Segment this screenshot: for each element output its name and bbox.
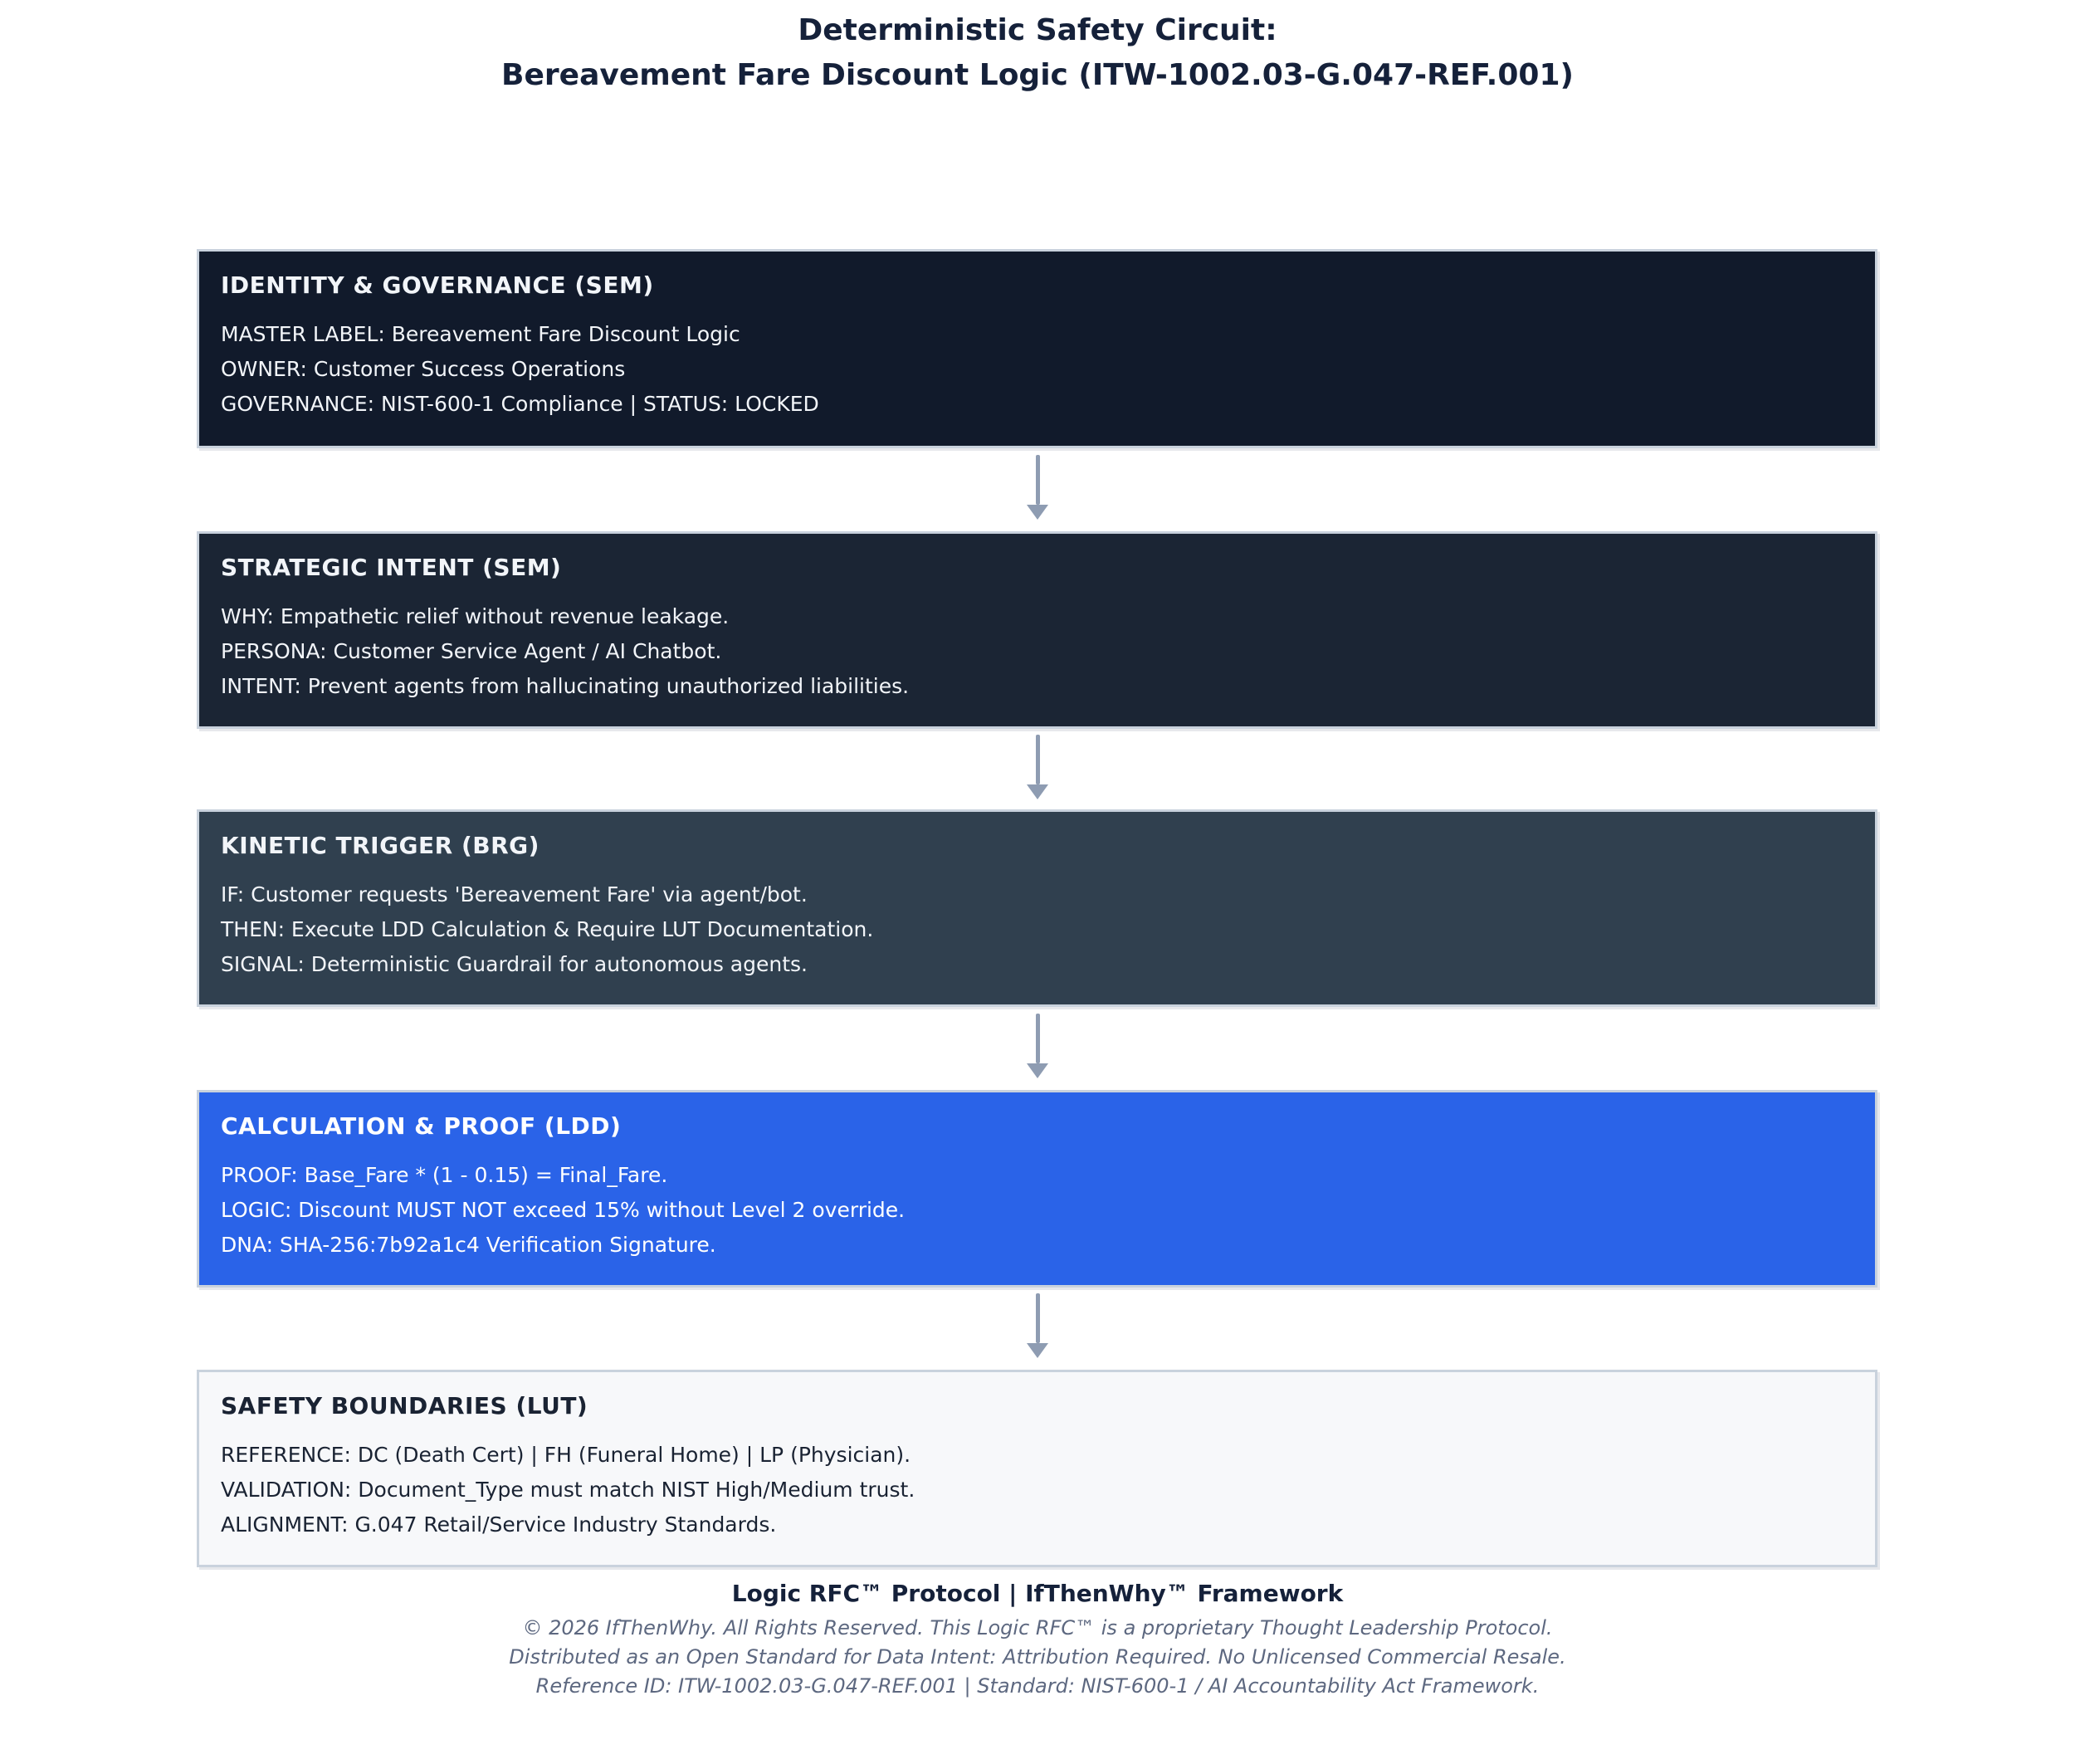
- box-line-signal: SIGNAL: Deterministic Guardrail for auto…: [221, 952, 808, 976]
- box-safety-boundaries: SAFETY BOUNDARIES (LUT) REFERENCE: DC (D…: [197, 1370, 1877, 1567]
- box-line-why: WHY: Empathetic relief without revenue l…: [221, 604, 730, 628]
- box-identity-governance: IDENTITY & GOVERNANCE (SEM) MASTER LABEL…: [197, 249, 1877, 448]
- box-strategic-intent: STRATEGIC INTENT (SEM) WHY: Empathetic r…: [197, 531, 1877, 729]
- box-line-logic: LOGIC: Discount MUST NOT exceed 15% with…: [221, 1198, 906, 1222]
- page-title: Deterministic Safety Circuit: Bereavemen…: [0, 8, 2075, 98]
- arrow-shaft: [1035, 735, 1040, 784]
- box-identity-governance-header: IDENTITY & GOVERNANCE (SEM): [221, 271, 654, 299]
- box-safety-boundaries-header: SAFETY BOUNDARIES (LUT): [221, 1392, 588, 1420]
- box-line-then: THEN: Execute LDD Calculation & Require …: [221, 917, 874, 941]
- arrow-head: [1027, 1063, 1048, 1078]
- arrow-down-icon: [1027, 735, 1048, 799]
- arrow-down-icon: [1027, 1293, 1048, 1358]
- footer-protocol-title: Logic RFC™ Protocol | IfThenWhy™ Framewo…: [731, 1580, 1344, 1607]
- arrow-shaft: [1035, 455, 1040, 505]
- box-line-alignment: ALIGNMENT: G.047 Retail/Service Industry…: [221, 1512, 777, 1537]
- box-line-persona: PERSONA: Customer Service Agent / AI Cha…: [221, 639, 722, 663]
- box-kinetic-trigger-header: KINETIC TRIGGER (BRG): [221, 832, 540, 859]
- page-title-line1: Deterministic Safety Circuit:: [798, 13, 1277, 47]
- arrow-down-icon: [1027, 1014, 1048, 1078]
- box-line-reference: REFERENCE: DC (Death Cert) | FH (Funeral…: [221, 1443, 911, 1467]
- box-line-proof: PROOF: Base_Fare * (1 - 0.15) = Final_Fa…: [221, 1163, 668, 1187]
- arrow-down-icon: [1027, 455, 1048, 520]
- footer: Logic RFC™ Protocol | IfThenWhy™ Framewo…: [0, 1579, 2075, 1701]
- box-line-governance: GOVERNANCE: NIST-600-1 Compliance | STAT…: [221, 392, 819, 416]
- box-strategic-intent-header: STRATEGIC INTENT (SEM): [221, 554, 562, 581]
- arrow-shaft: [1035, 1014, 1040, 1063]
- box-line-intent: INTENT: Prevent agents from hallucinatin…: [221, 674, 910, 698]
- footer-copyright: © 2026 IfThenWhy. All Rights Reserved. T…: [522, 1616, 1553, 1639]
- arrow-head: [1027, 505, 1048, 520]
- box-calculation-proof-header: CALCULATION & PROOF (LDD): [221, 1112, 622, 1140]
- box-line-dna: DNA: SHA-256:7b92a1c4 Verification Signa…: [221, 1233, 716, 1257]
- footer-reference-id: Reference ID: ITW-1002.03-G.047-REF.001 …: [535, 1674, 1540, 1698]
- arrow-head: [1027, 784, 1048, 799]
- box-line-validation: VALIDATION: Document_Type must match NIS…: [221, 1478, 915, 1502]
- box-kinetic-trigger: KINETIC TRIGGER (BRG) IF: Customer reque…: [197, 809, 1877, 1007]
- box-line-owner: OWNER: Customer Success Operations: [221, 357, 626, 381]
- page-title-line2: Bereavement Fare Discount Logic (ITW-100…: [501, 58, 1574, 92]
- arrow-head: [1027, 1343, 1048, 1358]
- box-line-master-label: MASTER LABEL: Bereavement Fare Discount …: [221, 322, 740, 346]
- box-calculation-proof: CALCULATION & PROOF (LDD) PROOF: Base_Fa…: [197, 1090, 1877, 1288]
- box-line-if: IF: Customer requests 'Bereavement Fare'…: [221, 882, 808, 906]
- arrow-shaft: [1035, 1293, 1040, 1343]
- footer-distribution: Distributed as an Open Standard for Data…: [509, 1645, 1566, 1669]
